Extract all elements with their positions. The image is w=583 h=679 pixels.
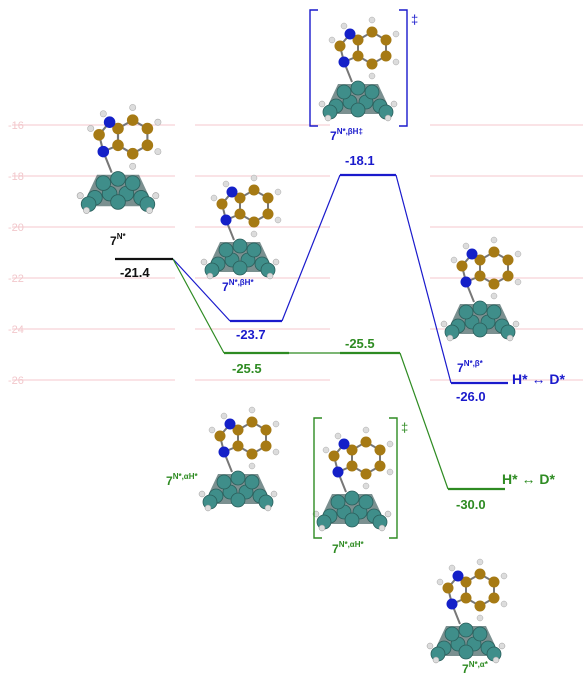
ts-dagger-symbol: ‡ bbox=[411, 12, 418, 27]
connector-line bbox=[395, 174, 452, 384]
ligand bbox=[210, 174, 282, 241]
molecule-7NaH bbox=[198, 406, 280, 512]
energy-levels bbox=[115, 173, 508, 491]
axis-tick-label: -16 bbox=[8, 120, 24, 132]
axis-tick-label: -18 bbox=[8, 171, 24, 183]
ligand bbox=[328, 16, 400, 83]
energy-value-Na: -30.0 bbox=[456, 497, 486, 512]
energy-value-NaH_TS: -25.5 bbox=[345, 336, 375, 351]
energy-value-N: -21.4 bbox=[120, 265, 150, 280]
state-label-NaH_TS: 7N*,αH* bbox=[332, 540, 364, 556]
molecule-7NbH-ts bbox=[318, 16, 400, 122]
molecule-7N bbox=[76, 104, 162, 214]
metal-cluster bbox=[312, 490, 392, 532]
molecule-7NbH bbox=[200, 174, 282, 280]
gridlines bbox=[12, 124, 583, 381]
ts-dagger-symbol: ‡ bbox=[401, 420, 408, 435]
metal-cluster bbox=[198, 470, 278, 512]
connector-line bbox=[399, 352, 449, 490]
energy-value-NbH_TS: -18.1 bbox=[345, 153, 375, 168]
ligand bbox=[322, 426, 394, 493]
state-label-NbH_TS: 7N*,βH‡ bbox=[330, 127, 363, 143]
energy-values: -21.4 -23.7 -18.1 -26.0 -25.5 -25.5 -30.0 bbox=[120, 153, 486, 512]
molecule-7NaH-ts bbox=[312, 426, 394, 532]
axis-tick-label: -22 bbox=[8, 273, 24, 285]
state-label-Na: 7N*,α* bbox=[462, 660, 489, 676]
metal-cluster bbox=[76, 171, 160, 214]
state-label-N: 7N* bbox=[110, 232, 126, 248]
ligand bbox=[436, 558, 508, 625]
metal-cluster bbox=[318, 80, 398, 122]
axis-tick-label: -26 bbox=[8, 375, 24, 387]
state-label-NaH: 7N*,αH* bbox=[166, 472, 198, 488]
connector-line bbox=[172, 258, 231, 322]
metal-cluster bbox=[440, 300, 520, 342]
state-label-Nb: 7N*,β* bbox=[457, 359, 484, 375]
ligand bbox=[87, 104, 162, 173]
axis-ticks: -16 -18 -20 -22 -24 -26 bbox=[8, 120, 24, 387]
ligand bbox=[450, 236, 522, 303]
ligand bbox=[208, 406, 280, 473]
energy-value-NaH: -25.5 bbox=[232, 361, 262, 376]
transition-state-brackets: ‡‡ bbox=[309, 9, 418, 539]
energy-value-Nb: -26.0 bbox=[456, 389, 486, 404]
metal-cluster bbox=[200, 238, 280, 280]
path-connectors bbox=[172, 174, 452, 490]
energy-value-NbH: -23.7 bbox=[236, 327, 266, 342]
axis-tick-label: -24 bbox=[8, 324, 24, 336]
metal-cluster bbox=[426, 622, 506, 664]
hd-exchange-beta-label: H* ↔ D* bbox=[512, 371, 565, 387]
molecule-7Na bbox=[426, 558, 508, 664]
connector-line bbox=[281, 174, 341, 322]
molecule-7Nb bbox=[440, 236, 522, 342]
connector-line bbox=[172, 258, 225, 354]
axis-tick-label: -20 bbox=[8, 222, 24, 234]
state-label-NbH: 7N*,βH* bbox=[222, 278, 254, 294]
ts-bracket-alpha: ‡ bbox=[313, 417, 408, 539]
state-labels: 7N* 7N*,βH* 7N*,βH‡ 7N*,β* 7N*,αH* 7N*,αH* 7N*… bbox=[110, 127, 489, 676]
ts-bracket-beta: ‡ bbox=[309, 9, 418, 127]
molecule-structures bbox=[76, 16, 522, 664]
hd-exchange-alpha-label: H* ↔ D* bbox=[502, 471, 555, 487]
